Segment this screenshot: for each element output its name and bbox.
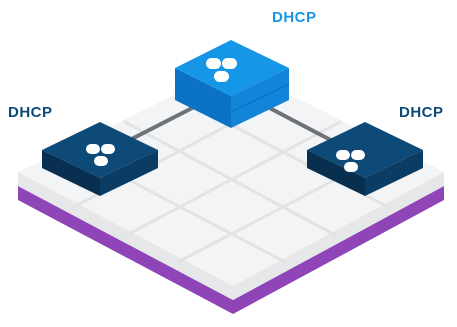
node-center-layer-seam [174, 83, 232, 113]
dhcp-node-left[interactable] [42, 122, 158, 196]
dhcp-label-left: DHCP [8, 104, 53, 121]
node-center-layer-seam [230, 83, 290, 113]
dhcp-label-center: DHCP [272, 9, 317, 26]
platform-base [18, 186, 444, 314]
node-right-side-face [307, 150, 365, 196]
node-right-top-face [307, 122, 423, 178]
grid-squares-icon [336, 150, 365, 172]
node-left-front-face [100, 150, 158, 196]
grid-squares-icon [86, 144, 115, 166]
grid-squares-icon [206, 58, 237, 82]
platform-base-left-face [18, 186, 233, 314]
grid-line [123, 120, 342, 238]
node-right-front-face [365, 150, 423, 196]
node-left-side-face [42, 150, 100, 196]
dhcp-node-right[interactable] [307, 122, 423, 196]
node-left-top-face [42, 122, 158, 178]
platform-base-right-face [233, 186, 444, 314]
dhcp-label-right: DHCP [399, 104, 444, 121]
link-center-right [260, 102, 344, 148]
dhcp-node-center[interactable] [174, 40, 290, 128]
